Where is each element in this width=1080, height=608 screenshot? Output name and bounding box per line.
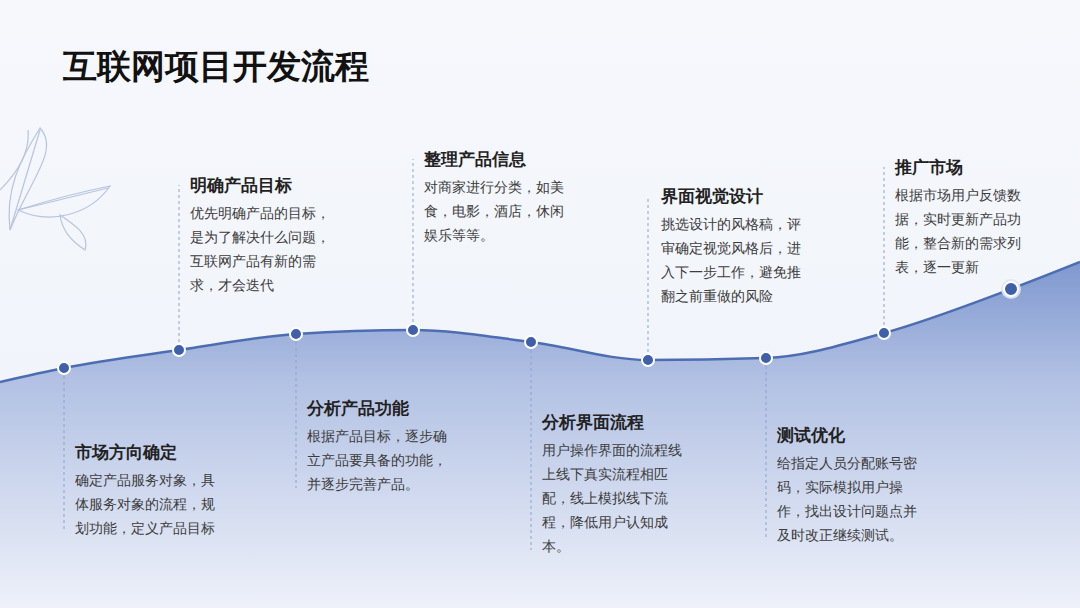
step-description: 挑选设计的风格稿，评审确定视觉风格后，进入下一步工作，避免推翻之前重做的风险 [661,212,813,308]
step-description: 用户操作界面的流程线上线下真实流程相匹配，线上模拟线下流程，降低用户认知成本。 [542,438,694,558]
wave-fill [0,262,1080,608]
leader-line [884,167,885,325]
timeline-dot [760,352,772,364]
step-description: 优先明确产品的目标，是为了解决什么问题，互联网产品有新的需求，才会迭代 [190,201,335,297]
timeline-dot [642,354,654,366]
step-heading: 界面视觉设计 [661,184,813,208]
diagram-title: 互联网项目开发流程 [63,44,369,90]
step-block: 界面视觉设计挑选设计的风格稿，评审确定视觉风格后，进入下一步工作，避免推翻之前重… [661,184,813,308]
step-block: 市场方向确定确定产品服务对象，具体服务对象的流程，规划功能，定义产品目标 [75,440,227,540]
step-description: 对商家进行分类，如美食，电影，酒店，休闲娱乐等等。 [424,175,564,247]
leader-line [64,376,65,532]
step-description: 根据产品目标，逐步确立产品要具备的功能，并逐步完善产品。 [307,424,452,496]
leader-line [179,185,180,342]
timeline-dot [525,336,537,348]
wave-line [0,262,1080,382]
timeline-dot [878,327,890,339]
step-heading: 明确产品目标 [190,173,335,197]
step-description: 确定产品服务对象，具体服务对象的流程，规划功能，定义产品目标 [75,468,227,540]
step-description: 根据市场用户反馈数据，实时更新产品功能，整合新的需求列表，逐一更新 [895,183,1035,279]
timeline-dot [407,324,419,336]
step-block: 推广市场根据市场用户反馈数据，实时更新产品功能，整合新的需求列表，逐一更新 [895,155,1035,279]
timeline-dot [58,362,70,374]
dot-halo [1001,279,1021,299]
step-heading: 分析界面流程 [542,410,694,434]
leader-line [413,159,414,322]
step-block: 分析界面流程用户操作界面的流程线上线下真实流程相匹配，线上模拟线下流程，降低用户… [542,410,694,558]
leader-line [766,366,767,539]
timeline-dot [173,344,185,356]
step-heading: 推广市场 [895,155,1035,179]
step-block: 明确产品目标优先明确产品的目标，是为了解决什么问题，互联网产品有新的需求，才会迭… [190,173,335,297]
step-block: 整理产品信息对商家进行分类，如美食，电影，酒店，休闲娱乐等等。 [424,147,564,247]
step-heading: 分析产品功能 [307,396,452,420]
leader-line [531,350,532,550]
step-block: 分析产品功能根据产品目标，逐步确立产品要具备的功能，并逐步完善产品。 [307,396,452,496]
step-heading: 整理产品信息 [424,147,564,171]
leader-line [296,342,297,488]
leader-line [648,196,649,352]
timeline-dot [290,328,302,340]
timeline-dot [1004,282,1018,296]
step-heading: 市场方向确定 [75,440,227,464]
step-heading: 测试优化 [777,423,929,447]
step-description: 给指定人员分配账号密码，实际模拟用户操作，找出设计问题点并及时改正继续测试。 [777,451,929,547]
step-block: 测试优化给指定人员分配账号密码，实际模拟用户操作，找出设计问题点并及时改正继续测… [777,423,929,547]
